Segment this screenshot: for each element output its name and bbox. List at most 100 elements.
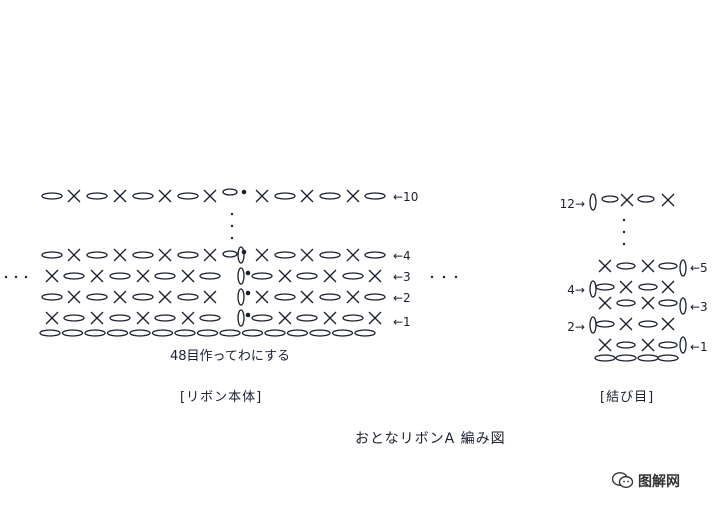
chain-stitch	[354, 329, 376, 337]
chain-stitch	[274, 192, 296, 200]
row-label: ←3	[393, 270, 411, 284]
chain-stitch	[286, 329, 309, 337]
chain-stitch	[296, 272, 318, 280]
chain-stitch	[638, 283, 658, 291]
single-crochet-stitch	[300, 290, 314, 304]
chain-stitch	[658, 299, 678, 307]
chain-stitch	[342, 314, 364, 322]
continuation-dot	[230, 236, 234, 240]
continuation-dot	[430, 275, 434, 279]
continuation-dot	[622, 230, 626, 234]
turning-chain	[589, 316, 597, 334]
continuation-dot	[4, 275, 8, 279]
chain-stitch	[63, 314, 85, 322]
chain-stitch	[309, 329, 331, 337]
turning-chain	[589, 193, 597, 211]
chain-stitch	[616, 299, 636, 307]
chain-stitch	[41, 293, 63, 301]
chain-stitch	[61, 329, 84, 337]
chain-stitch	[199, 272, 221, 280]
chain-stitch	[637, 354, 659, 362]
single-crochet-stitch	[598, 338, 612, 352]
single-crochet-stitch	[255, 189, 269, 203]
chain-stitch	[319, 293, 341, 301]
row-label: ←10	[393, 190, 418, 204]
chain-stitch	[331, 329, 354, 337]
knot-left-label: 4→	[567, 283, 585, 297]
chain-stitch	[615, 354, 637, 362]
chain-stitch	[342, 272, 364, 280]
chain-stitch	[41, 192, 63, 200]
chain-stitch	[196, 329, 219, 337]
turning-chain	[237, 288, 245, 306]
chain-stitch	[199, 314, 221, 322]
chain-stitch	[658, 341, 678, 349]
single-crochet-stitch	[598, 296, 612, 310]
row-label: ←4	[393, 249, 411, 263]
single-crochet-stitch	[255, 290, 269, 304]
single-crochet-stitch	[181, 269, 195, 283]
chain-stitch	[151, 329, 174, 337]
chain-stitch	[174, 329, 196, 337]
knot-right-label: ←1	[690, 340, 708, 354]
single-crochet-stitch	[158, 248, 172, 262]
chain-stitch	[251, 272, 273, 280]
single-crochet-stitch	[158, 290, 172, 304]
continuation-dot	[230, 212, 234, 216]
continuation-dot	[454, 275, 458, 279]
chain-stitch	[364, 293, 386, 301]
single-crochet-stitch	[619, 317, 633, 331]
knot-right-label: ←3	[690, 300, 708, 314]
chain-stitch	[364, 251, 386, 259]
continuation-dot	[24, 275, 28, 279]
single-crochet-stitch	[113, 248, 127, 262]
continuation-dot	[622, 218, 626, 222]
chain-stitch	[129, 329, 151, 337]
chain-stitch	[601, 195, 619, 203]
chain-stitch	[177, 251, 199, 259]
chain-stitch	[595, 320, 615, 328]
single-crochet-stitch	[67, 248, 81, 262]
chain-stitch	[241, 329, 264, 337]
single-crochet-stitch	[661, 280, 675, 294]
turning-chain	[237, 309, 245, 327]
chain-stitch	[86, 192, 108, 200]
chain-stitch	[658, 262, 678, 270]
chain-stitch	[595, 283, 615, 291]
single-crochet-stitch	[158, 189, 172, 203]
row-label: ←2	[393, 291, 411, 305]
continuation-dot	[622, 242, 626, 246]
row-label: ←1	[393, 315, 411, 329]
chain-stitch	[109, 314, 131, 322]
chain-stitch	[132, 251, 154, 259]
single-crochet-stitch	[45, 269, 59, 283]
single-crochet-stitch	[67, 189, 81, 203]
chain-stitch	[222, 188, 238, 196]
chain-stitch	[106, 329, 129, 337]
chain-stitch	[154, 314, 176, 322]
single-crochet-stitch	[661, 317, 675, 331]
single-crochet-stitch	[368, 311, 382, 325]
chain-stitch	[132, 293, 154, 301]
single-crochet-stitch	[67, 290, 81, 304]
single-crochet-stitch	[113, 189, 127, 203]
chain-stitch	[616, 341, 636, 349]
chain-stitch	[364, 192, 386, 200]
knot-caption: [結び目]	[600, 390, 655, 405]
chain-stitch	[638, 320, 658, 328]
single-crochet-stitch	[45, 311, 59, 325]
turning-chain	[679, 336, 687, 354]
continuation-dot	[14, 275, 18, 279]
chain-stitch	[154, 272, 176, 280]
single-crochet-stitch	[346, 290, 360, 304]
single-crochet-stitch	[368, 269, 382, 283]
single-crochet-stitch	[300, 248, 314, 262]
slip-stitch	[245, 290, 251, 296]
chain-stitch	[177, 293, 199, 301]
single-crochet-stitch	[90, 269, 104, 283]
single-crochet-stitch	[620, 193, 634, 207]
knot-left-label: 2→	[567, 320, 585, 334]
chain-stitch	[657, 354, 679, 362]
single-crochet-stitch	[641, 338, 655, 352]
chain-stitch	[84, 329, 106, 337]
